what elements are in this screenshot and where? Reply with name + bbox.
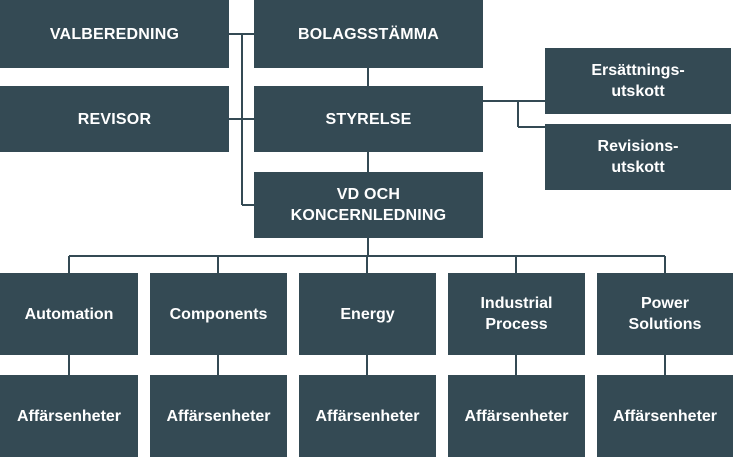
ersattningsutskott-box: Ersättnings- utskott <box>545 48 731 114</box>
valberedning-box: VALBEREDNING <box>0 0 229 68</box>
revisionsutskott-box: Revisions- utskott <box>545 124 731 190</box>
unit-industrial-process: Affärsenheter <box>448 375 585 457</box>
unit-components: Affärsenheter <box>150 375 287 457</box>
vd-koncernledning-box: VD OCH KONCERNLEDNING <box>254 172 483 238</box>
division-industrial-process: Industrial Process <box>448 273 585 355</box>
styrelse-box: STYRELSE <box>254 86 483 152</box>
division-components: Components <box>150 273 287 355</box>
division-energy: Energy <box>299 273 436 355</box>
unit-power-solutions: Affärsenheter <box>597 375 733 457</box>
unit-automation: Affärsenheter <box>0 375 138 457</box>
unit-energy: Affärsenheter <box>299 375 436 457</box>
revisor-box: REVISOR <box>0 86 229 152</box>
bolagsstamma-box: BOLAGSSTÄMMA <box>254 0 483 68</box>
division-automation: Automation <box>0 273 138 355</box>
division-power-solutions: Power Solutions <box>597 273 733 355</box>
